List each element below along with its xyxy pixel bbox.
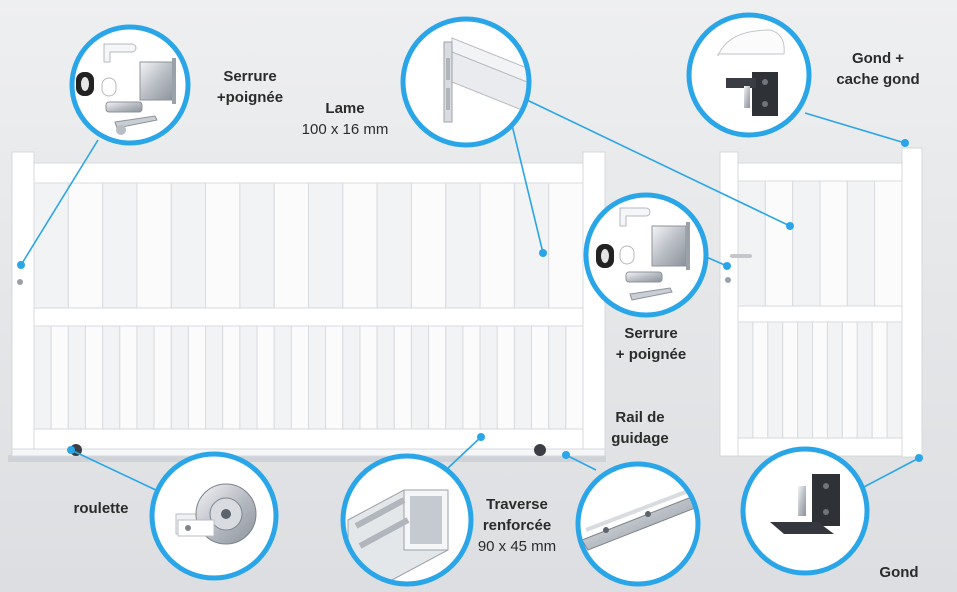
hinge-cover-icon xyxy=(717,29,785,57)
label-roulette: roulette xyxy=(73,500,129,517)
gate-slat xyxy=(256,325,275,430)
gate-slat xyxy=(737,180,766,307)
slat-callout xyxy=(400,16,532,148)
gate-slat xyxy=(33,182,69,309)
keys-icon xyxy=(114,115,158,129)
gate-slat xyxy=(67,325,86,430)
gate-slat xyxy=(102,182,138,309)
gate-slat xyxy=(273,325,292,430)
gate-slat xyxy=(479,325,498,430)
gate-slat xyxy=(548,182,584,309)
gate-slat xyxy=(462,325,481,430)
gate-slat xyxy=(239,325,258,430)
gate-slat xyxy=(445,325,464,430)
gate-slat xyxy=(376,325,395,430)
gate-slat xyxy=(119,325,138,430)
gate-slat xyxy=(548,325,567,430)
label-gond: Gond xyxy=(879,564,919,581)
label-gond-cache-gond: Gond + cache gond xyxy=(836,50,920,88)
gate-slat xyxy=(187,325,207,430)
gate-slat xyxy=(222,325,241,430)
lock-body-icon xyxy=(139,61,175,101)
gate-slat xyxy=(136,325,155,430)
hinge-cover-callout xyxy=(686,12,812,138)
gate-slat xyxy=(239,182,275,309)
gate-slat xyxy=(410,182,447,309)
gate-slat xyxy=(273,182,309,309)
gate-slat xyxy=(153,325,172,430)
gate-slat xyxy=(819,180,848,307)
lower-slats xyxy=(33,325,584,430)
gate-slat xyxy=(886,321,903,439)
gate-slat xyxy=(170,325,189,430)
gate-slat xyxy=(67,182,104,309)
gate-slat xyxy=(445,182,481,309)
gate-slat xyxy=(170,182,207,309)
rail-callout xyxy=(575,461,701,587)
gate-slat xyxy=(531,325,550,430)
gate-slat xyxy=(359,325,378,430)
label-traverse: Traverse renforcée 90 x 45 mm xyxy=(477,496,557,555)
gate-slat xyxy=(84,325,104,430)
gate-slat xyxy=(737,321,754,439)
gate-slat xyxy=(841,321,858,439)
gate-slat xyxy=(205,182,241,309)
cylinder-icon xyxy=(105,101,143,113)
gate-slat xyxy=(308,182,344,309)
gate-slat xyxy=(782,321,799,439)
gate-slat xyxy=(513,182,550,309)
gate-slat xyxy=(205,325,224,430)
leader-lines xyxy=(20,99,920,493)
gate-slat xyxy=(826,321,843,439)
label-lame: Lame 100 x 16 mm xyxy=(301,100,389,138)
gate-slat xyxy=(33,325,52,430)
gate-slat xyxy=(102,325,121,430)
pedestrian-upper-slats xyxy=(737,180,903,307)
gate-slat xyxy=(874,180,903,307)
gate-slat xyxy=(846,180,876,307)
gate-slat xyxy=(410,325,430,430)
gate-slat xyxy=(50,325,69,430)
pedestrian-gate xyxy=(719,147,923,458)
gate-slat xyxy=(871,321,888,439)
upper-slats xyxy=(33,182,584,309)
gate-slat xyxy=(767,321,784,439)
gate-slat xyxy=(565,325,584,430)
gate-slat xyxy=(479,182,515,309)
rail-icon xyxy=(581,495,698,551)
gate-slat xyxy=(325,325,344,430)
traverse-callout xyxy=(340,453,474,587)
gate-slat xyxy=(342,325,361,430)
gate-slat xyxy=(496,325,515,430)
pedestrian-lower-slats xyxy=(737,321,903,439)
gate-slat xyxy=(856,321,873,439)
gate-slat xyxy=(792,180,821,307)
gate-slat xyxy=(428,325,447,430)
label-serrure-poignee-right: Serrure + poignée xyxy=(615,325,687,363)
handle-icon xyxy=(103,43,137,63)
wheel-callout xyxy=(149,451,279,581)
callout-dots xyxy=(17,139,923,462)
gate-slat xyxy=(393,325,412,430)
lock-handle-callout-right xyxy=(583,192,709,318)
gate-slat xyxy=(812,321,828,439)
gate-slat xyxy=(308,325,327,430)
hinge-callout xyxy=(740,446,870,576)
gate-slat xyxy=(764,180,794,307)
gate-slat xyxy=(513,325,533,430)
gate-slat xyxy=(136,182,172,309)
gate-slat xyxy=(797,321,814,439)
gate-slat xyxy=(342,182,378,309)
label-serrure-poignee: Serrure +poignée xyxy=(216,68,284,106)
label-rail-guidage: Rail de guidage xyxy=(611,409,669,447)
gate-slat xyxy=(376,182,412,309)
hinge-icon xyxy=(752,72,778,116)
lock-handle-callout xyxy=(69,24,191,146)
sliding-gate xyxy=(8,151,606,462)
lock-cylinder-icon xyxy=(17,279,23,285)
gate-slat xyxy=(752,321,769,439)
gate-slat xyxy=(290,325,309,430)
